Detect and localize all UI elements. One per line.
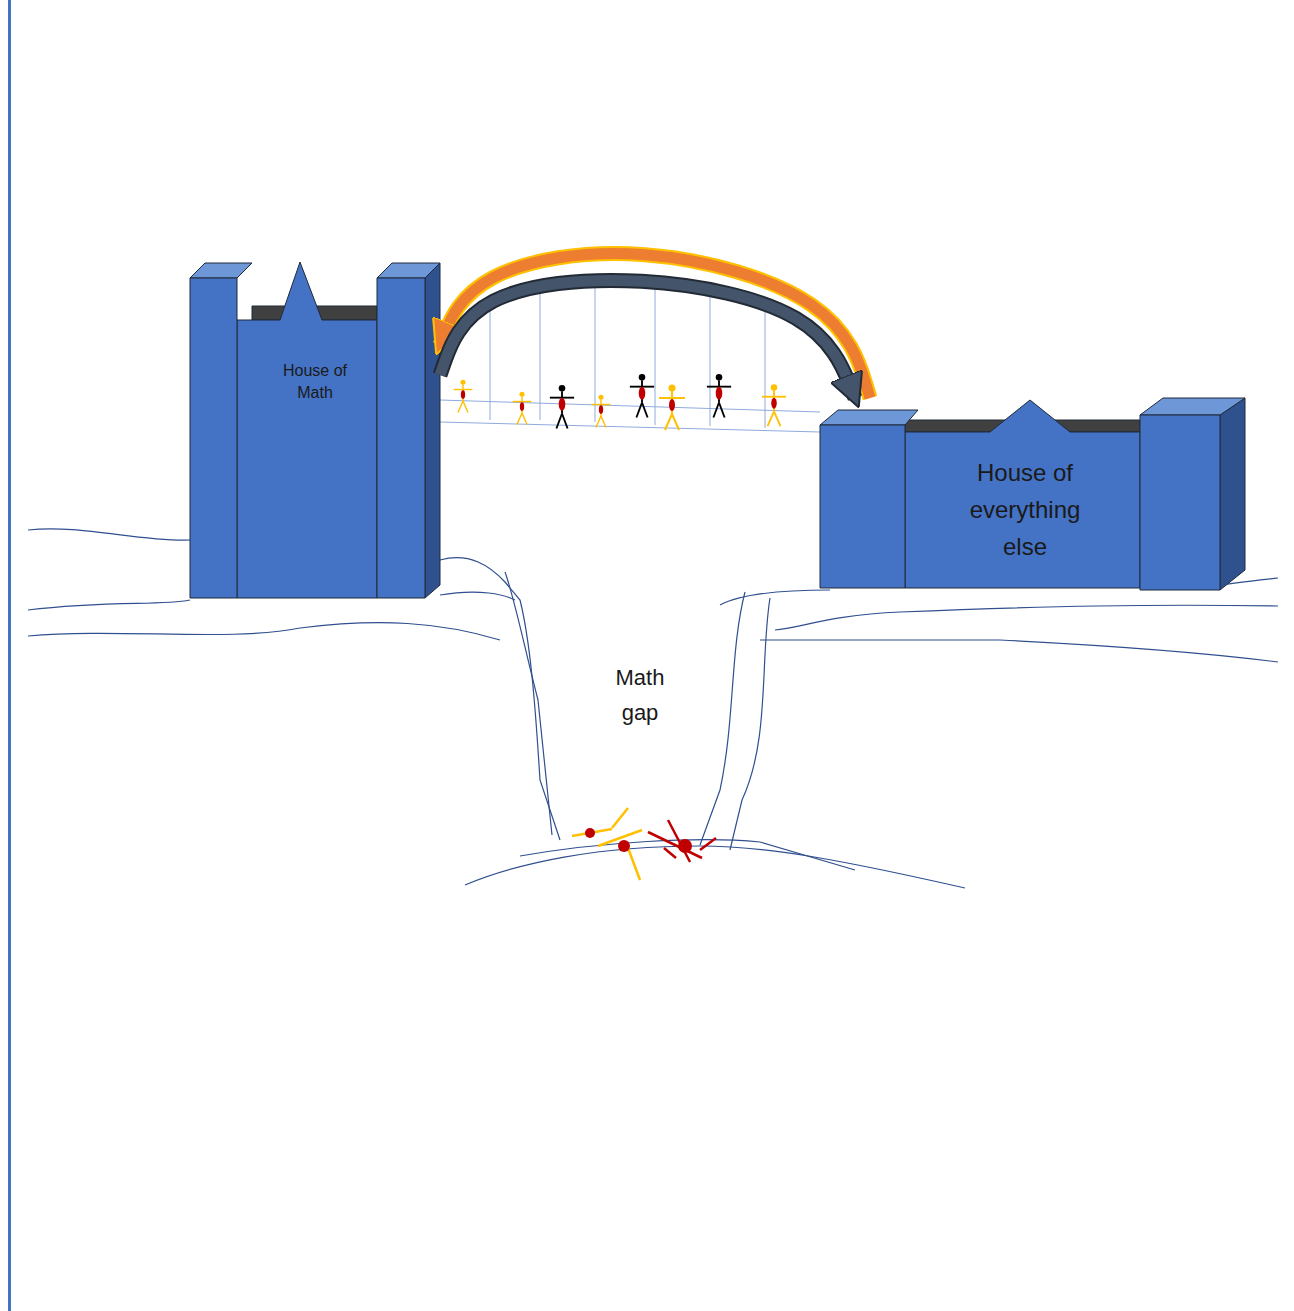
house-building: House of Math [190,262,440,598]
building-face [237,262,377,598]
building-face [190,278,237,598]
arrow-outline [440,254,870,398]
building-face [190,263,252,278]
building-face [1140,398,1245,415]
building-outline [820,398,1245,590]
building-face [820,410,918,425]
curved-arrow-group [440,280,855,398]
building-face [377,278,425,598]
building-name: House of Math [270,360,360,404]
building-face [425,263,440,598]
bridge [440,282,820,432]
building-face [377,263,440,278]
building-face [905,400,1140,588]
curved-arrow [440,254,870,398]
building-face [820,425,905,588]
gap-label: Math gap [600,660,680,730]
curved-arrow [440,280,855,398]
fallen-figures [572,808,716,880]
house-building: House of everything else [820,398,1245,590]
building-name: House of everything else [955,454,1095,565]
walking-figures [454,374,786,430]
building-face [1140,415,1220,590]
arrow-outline [440,280,855,398]
curved-arrow-group [440,254,870,398]
building-outline [190,262,440,598]
building-face [1220,398,1245,590]
page-rule [8,0,11,1311]
